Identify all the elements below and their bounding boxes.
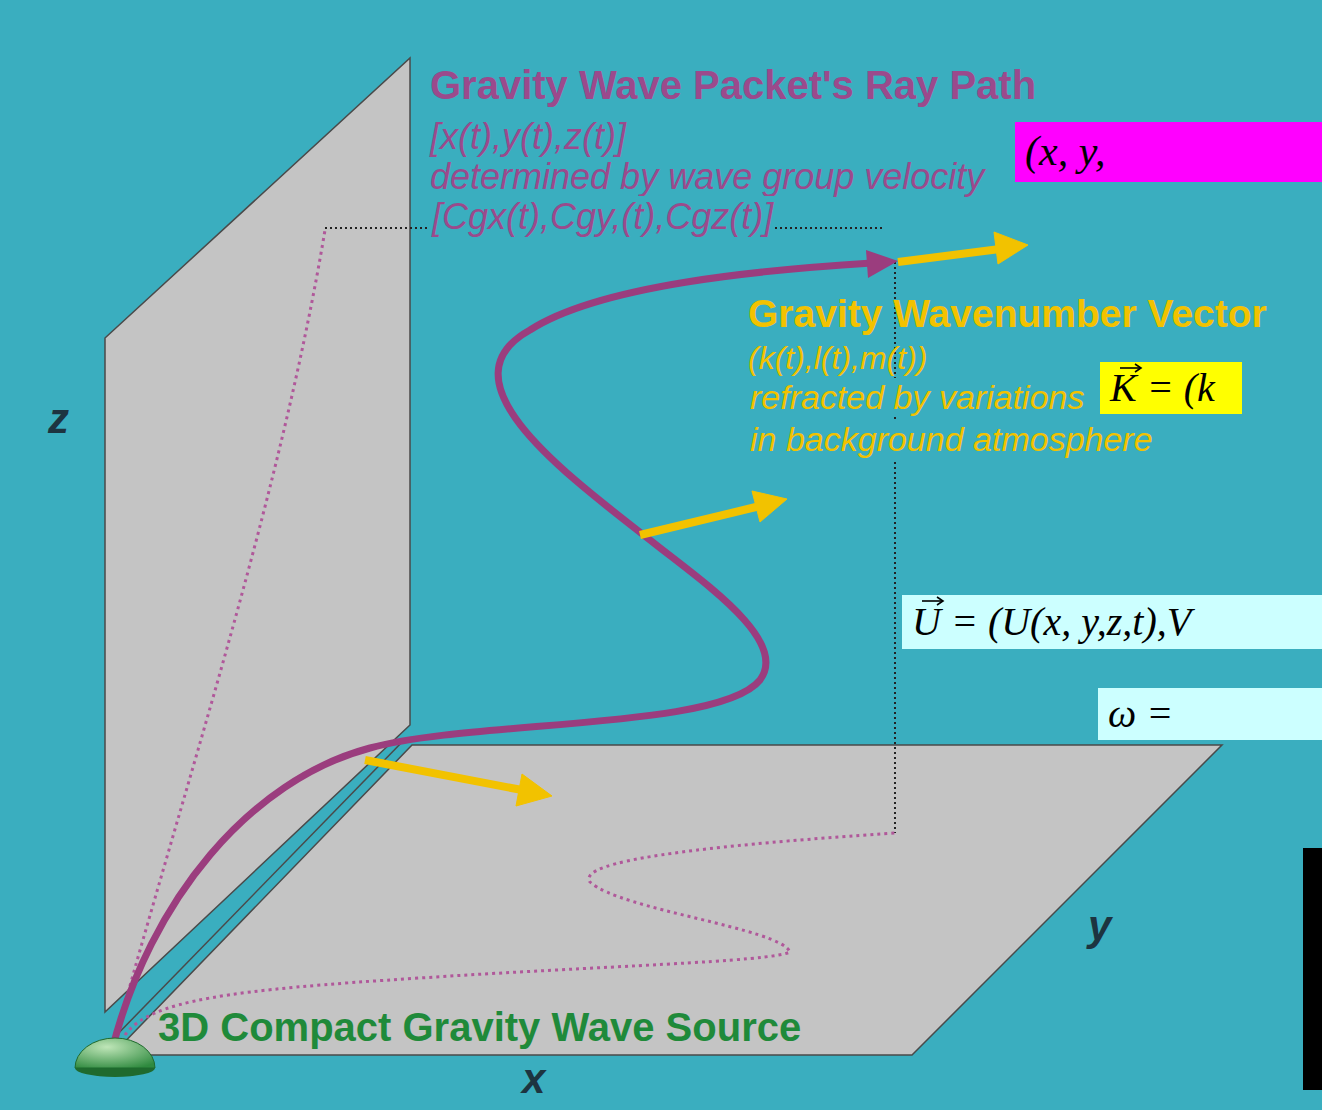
- annotation-text: 3D Compact Gravity Wave Source: [158, 1004, 801, 1050]
- formula-text: (x, y,: [1025, 127, 1105, 175]
- annotation-text: refracted by variations: [748, 378, 1087, 417]
- annotation-text: Gravity Wavenumber Vector: [748, 292, 1267, 337]
- annotation-text: in background atmosphere: [748, 420, 1155, 459]
- annotation-text: (k(t),l(t),m(t)): [748, 340, 927, 377]
- wind-formula: U = (U(x, y,z,t),V: [902, 595, 1322, 649]
- annotation-text: determined by wave group velocity: [430, 156, 984, 197]
- axis-label: x: [522, 1058, 545, 1100]
- annotation-text: [x(t),y(t),z(t)]: [430, 116, 626, 157]
- axis-label: y: [1088, 905, 1111, 947]
- formula-text: K = (k: [1110, 365, 1215, 411]
- annotation-text: [Cgx(t),Cgy,(t),Cgz(t)]: [430, 196, 775, 237]
- axis-label: z: [48, 398, 69, 440]
- position-formula: (x, y,: [1015, 122, 1322, 182]
- projection-xy: [125, 833, 895, 1035]
- formula-text: ω =: [1108, 691, 1173, 737]
- projection-xz: [115, 230, 325, 1040]
- frequency-formula: ω =: [1098, 688, 1322, 740]
- annotation-text: Gravity Wave Packet's Ray Path: [430, 62, 1036, 108]
- ray-arrowhead: [866, 250, 898, 278]
- plane-edge: [106, 740, 404, 1046]
- formula-text: U = (U(x, y,z,t),V: [912, 599, 1191, 645]
- gravity-wave-source: [75, 1038, 155, 1068]
- wavenumber-formula: K = (k: [1100, 362, 1242, 414]
- black-panel: [1303, 848, 1322, 1090]
